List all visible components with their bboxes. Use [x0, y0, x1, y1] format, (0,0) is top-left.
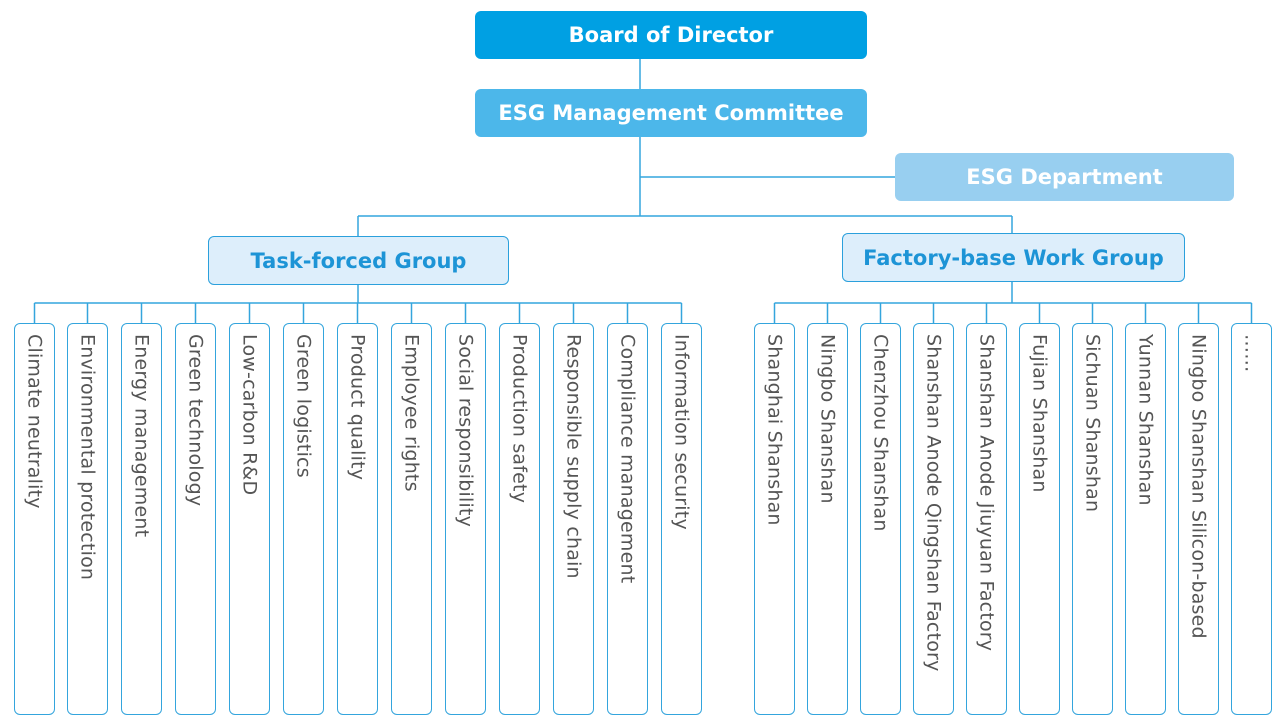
task_group-item-label: Social responsibility — [454, 334, 477, 528]
factory_group-item-label: Shanghai Shanshan — [763, 334, 786, 526]
task-forced-group-box: Task-forced Group — [208, 236, 509, 285]
factory_group-item-label: Shanshan Anode Qingshan Factory — [922, 334, 945, 672]
esg-committee-box: ESG Management Committee — [475, 89, 867, 137]
factory_group-item-9: Ningbo Shanshan Silicon-based — [1178, 323, 1219, 715]
task_group-item-3: Energy management — [121, 323, 162, 715]
factory_group-item-label: Ningbo Shanshan Silicon-based — [1187, 334, 1210, 639]
esg-department-box: ESG Department — [895, 153, 1234, 201]
factory_group-item-label: Yunnan Shanshan — [1134, 334, 1157, 506]
task_group-item-1: Climate neutrality — [14, 323, 55, 715]
committee-label: ESG Management Committee — [498, 101, 844, 125]
factory_group-item-label: …… — [1240, 334, 1263, 373]
task_group-item-7: Product quality — [337, 323, 378, 715]
factory_group-item-label: Shanshan Anode Jiuyuan Factory — [975, 334, 998, 652]
department-label: ESG Department — [966, 165, 1163, 189]
task_group-item-label: Employee rights — [400, 334, 423, 492]
task_group-item-9: Social responsibility — [445, 323, 486, 715]
task_group-item-12: Compliance management — [607, 323, 648, 715]
task_group-item-label: Energy management — [130, 334, 153, 538]
factory_group-item-label: Fujian Shanshan — [1028, 334, 1051, 493]
task_group-item-label: Product quality — [346, 334, 369, 481]
task_group-item-label: Low-carbon R&D — [238, 334, 261, 496]
task_group-item-6: Green logistics — [283, 323, 324, 715]
factory_group-item-2: Ningbo Shanshan — [807, 323, 848, 715]
factory_group-item-10: …… — [1231, 323, 1272, 715]
task_group-item-label: Environmental protection — [76, 334, 99, 581]
factory_group-item-label: Sichuan Shanshan — [1081, 334, 1104, 513]
task_group-item-8: Employee rights — [391, 323, 432, 715]
task_group-item-label: Information security — [670, 334, 693, 530]
task_group-item-4: Green technology — [175, 323, 216, 715]
task_group-item-2: Environmental protection — [67, 323, 108, 715]
factory-group-label: Factory-base Work Group — [863, 245, 1164, 270]
task_group-item-label: Climate neutrality — [23, 334, 46, 509]
factory_group-item-3: Chenzhou Shanshan — [860, 323, 901, 715]
task_group-item-5: Low-carbon R&D — [229, 323, 270, 715]
factory_group-item-5: Shanshan Anode Jiuyuan Factory — [966, 323, 1007, 715]
task_group-item-13: Information security — [661, 323, 702, 715]
task_group-item-label: Compliance management — [616, 334, 639, 584]
factory_group-item-label: Chenzhou Shanshan — [869, 334, 892, 532]
factory_group-item-4: Shanshan Anode Qingshan Factory — [913, 323, 954, 715]
task_group-item-label: Responsible supply chain — [562, 334, 585, 579]
task_group-item-label: Green technology — [184, 334, 207, 507]
task_group-item-11: Responsible supply chain — [553, 323, 594, 715]
board-label: Board of Director — [568, 23, 774, 47]
factory_group-item-6: Fujian Shanshan — [1019, 323, 1060, 715]
factory_group-item-1: Shanghai Shanshan — [754, 323, 795, 715]
task_group-item-10: Production safety — [499, 323, 540, 715]
factory-work-group-box: Factory-base Work Group — [842, 233, 1185, 282]
task_group-item-label: Production safety — [508, 334, 531, 504]
factory_group-item-8: Yunnan Shanshan — [1125, 323, 1166, 715]
board-of-director-box: Board of Director — [475, 11, 867, 59]
factory_group-item-7: Sichuan Shanshan — [1072, 323, 1113, 715]
task_group-item-label: Green logistics — [292, 334, 315, 478]
task-group-label: Task-forced Group — [250, 248, 467, 273]
factory_group-item-label: Ningbo Shanshan — [816, 334, 839, 504]
